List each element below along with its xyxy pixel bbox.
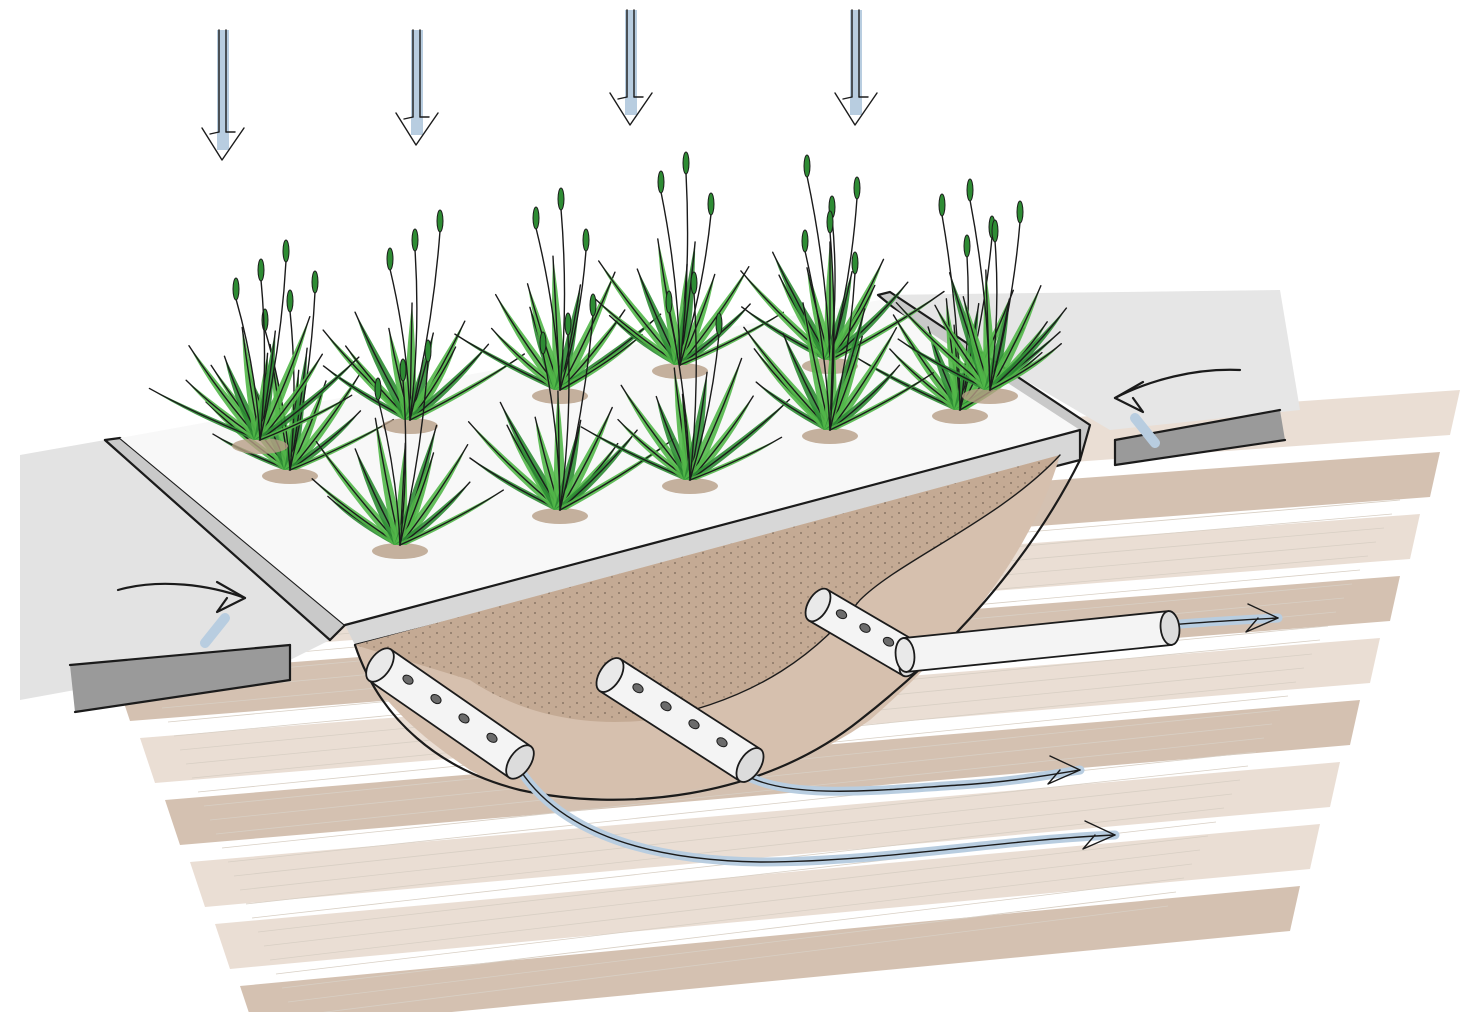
down-arrow-icon <box>202 30 244 160</box>
down-arrow-icon <box>610 10 652 125</box>
down-arrow-icon <box>396 30 438 145</box>
rain-arrows <box>202 10 877 160</box>
down-arrow-icon <box>835 10 877 125</box>
